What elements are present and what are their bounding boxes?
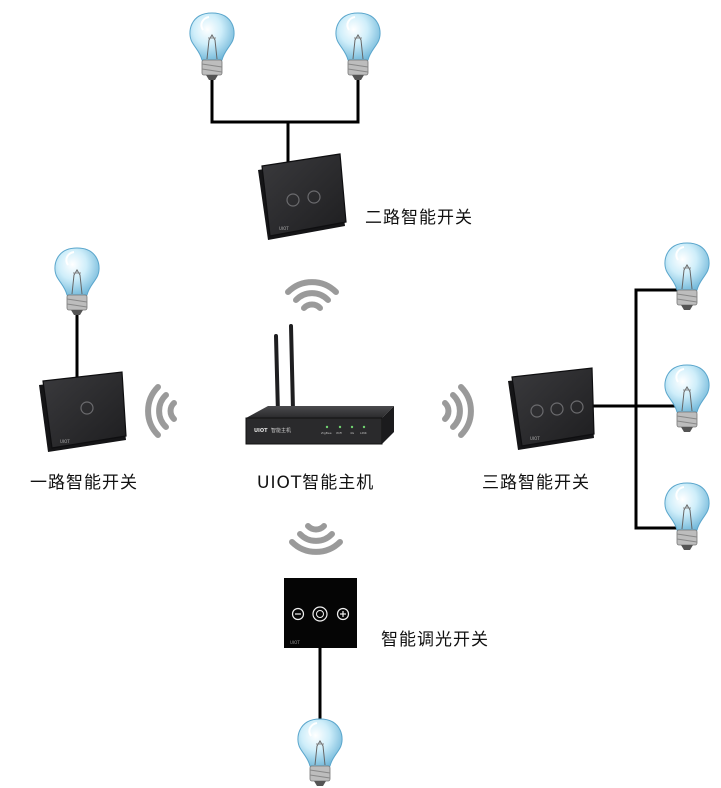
lightbulb-icon xyxy=(663,242,711,311)
two-way-switch-panel: UIOT xyxy=(258,153,347,240)
touch-button-3 xyxy=(570,400,584,414)
touch-button-1 xyxy=(530,404,544,418)
hub-name: 智能主机 xyxy=(271,427,291,434)
touch-button-1 xyxy=(286,193,300,207)
dimmer-switch-panel: UIOT xyxy=(284,578,357,648)
lightbulb-icon xyxy=(296,718,344,787)
label-three-way-switch: 三路智能开关 xyxy=(482,473,590,493)
label-hub: UIOT智能主机 xyxy=(257,473,375,493)
indicator-label: 4G xyxy=(350,431,355,435)
hub-brand: UIOT xyxy=(254,428,268,434)
lightbulb-icon xyxy=(663,482,711,551)
switch-brand: UIOT xyxy=(279,226,289,231)
minus-icon xyxy=(291,607,305,621)
hub-device: UIOT 智能主机 ZigBee WiFi 4G LINK xyxy=(245,324,394,445)
label-one-way-switch: 一路智能开关 xyxy=(30,473,138,493)
touch-button xyxy=(80,401,94,415)
wifi-signal-icon xyxy=(148,387,174,435)
one-way-switch-panel: UIOT xyxy=(39,371,127,452)
switch-brand: UIOT xyxy=(290,640,300,645)
power-icon xyxy=(312,606,328,622)
indicator-label: ZigBee xyxy=(321,431,332,435)
antenna-icon xyxy=(274,334,280,416)
hub-indicators: ZigBee WiFi 4G LINK xyxy=(321,425,368,435)
label-dimmer-switch: 智能调光开关 xyxy=(381,630,489,650)
switch-brand: UIOT xyxy=(60,439,70,444)
indicator-label: WiFi xyxy=(336,431,342,435)
wifi-signal-icon xyxy=(288,282,336,308)
wifi-signal-icon xyxy=(445,387,471,435)
touch-button-2 xyxy=(550,402,564,416)
three-way-switch-panel: UIOT xyxy=(508,367,595,450)
switch-brand: UIOT xyxy=(530,436,540,441)
antenna-icon xyxy=(289,324,295,412)
lightbulb-icon xyxy=(188,12,236,81)
lightbulb-icon xyxy=(53,247,101,316)
touch-button-2 xyxy=(307,190,321,204)
lightbulb-icon xyxy=(334,12,382,81)
wiring-right xyxy=(588,288,685,530)
wiring-top xyxy=(210,78,360,168)
lightbulb-icon xyxy=(663,364,711,433)
plus-icon xyxy=(336,607,350,621)
label-two-way-switch: 二路智能开关 xyxy=(365,208,473,228)
wifi-signal-icon xyxy=(292,526,340,552)
indicator-label: LINK xyxy=(360,431,368,435)
